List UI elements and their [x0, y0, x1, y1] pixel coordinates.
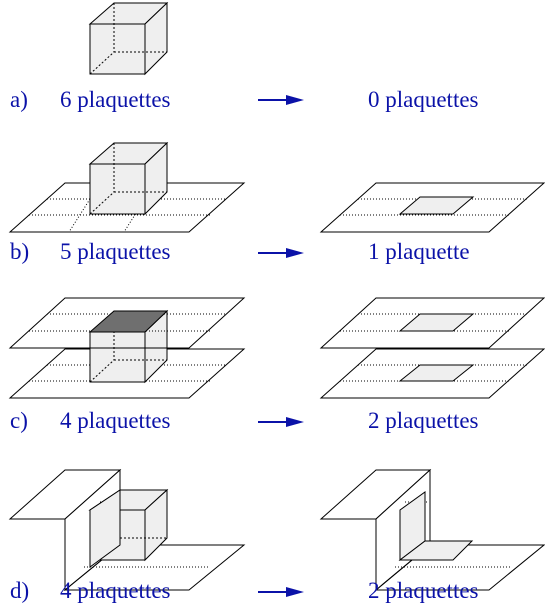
cube-c	[89, 309, 168, 384]
cube-b	[88, 141, 169, 216]
row-b-before-label: 5 plaquettes	[60, 239, 171, 264]
row-d-after-label: 2 plaquettes	[368, 578, 479, 603]
row-c-letter: c)	[10, 408, 28, 433]
plane-b-right	[319, 182, 545, 233]
row-a-before-label: 6 plaquettes	[60, 87, 171, 112]
row-c-arrow-icon	[258, 417, 304, 427]
row-d-before-label: 4 plaquettes	[60, 578, 171, 603]
row-b-after-label: 1 plaquette	[368, 239, 470, 264]
cube-a	[88, 1, 169, 76]
plane-c-left-upper	[8, 297, 246, 349]
row-a-letter: a)	[10, 87, 28, 112]
row-d-arrow-icon	[258, 587, 304, 597]
row-b-arrow-icon	[258, 248, 304, 258]
plane-c-right-upper	[319, 297, 545, 349]
row-c-before-label: 4 plaquettes	[60, 408, 171, 433]
row-c-after-label: 2 plaquettes	[368, 408, 479, 433]
row-a-after-label: 0 plaquettes	[368, 87, 479, 112]
cube-d	[88, 488, 169, 568]
row-b-letter: b)	[10, 239, 30, 264]
step-surface-d-right	[319, 468, 545, 592]
row-a-arrow-icon	[258, 95, 304, 105]
plane-c-right-lower	[319, 348, 545, 399]
row-d-letter: d)	[10, 578, 30, 603]
